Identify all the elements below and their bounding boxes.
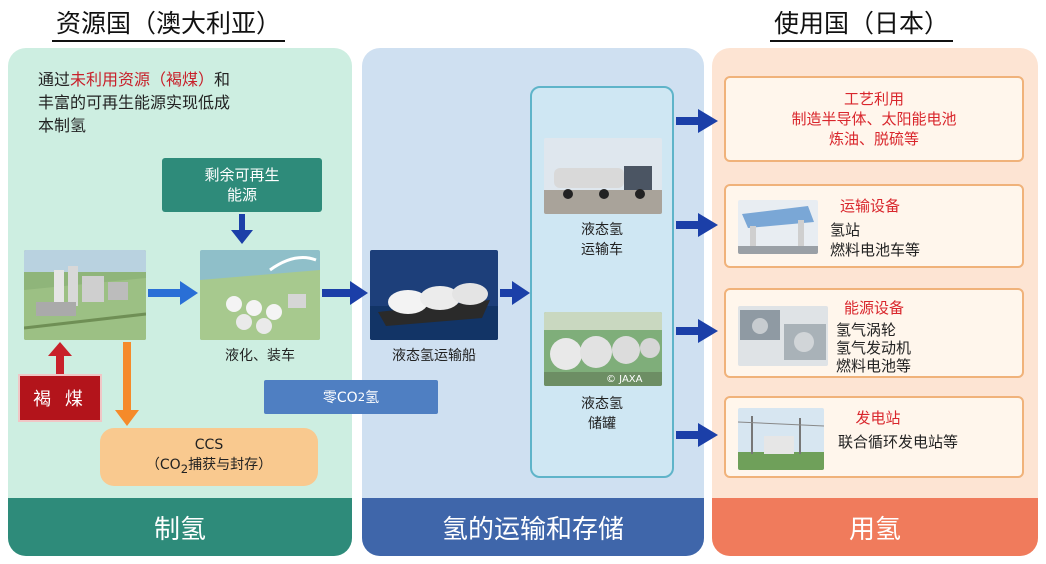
ccs-box: CCS （CO2捕获与封存）	[100, 428, 318, 486]
surplus-renewable-box: 剩余可再生 能源	[162, 158, 322, 212]
header-source-country: 资源国（澳大利亚）	[52, 8, 286, 42]
process-use-box: 工艺利用 制造半导体、太阳能电池 炼油、脱硫等	[724, 76, 1024, 162]
utilization-footer: 用氢	[712, 498, 1038, 556]
hydrogen-truck-image	[544, 138, 662, 214]
process-use-title: 工艺利用	[843, 90, 904, 108]
power-station-box: 发电站 联合循环发电站等	[724, 396, 1024, 478]
energy-equipment-title: 能源设备	[843, 299, 904, 317]
tank-caption: 液态氢 储罐	[581, 396, 623, 432]
power-station-title: 发电站	[855, 409, 901, 427]
lignite-box: 褐 煤	[18, 374, 102, 422]
power-station-image	[738, 408, 824, 470]
hydrogen-station-image	[738, 200, 818, 254]
ship-caption: 液态氢运输船	[392, 348, 476, 364]
transport-equipment-box: 运输设备 氢站 燃料电池车等	[724, 184, 1024, 268]
energy-equipment-image	[738, 306, 828, 366]
production-footer: 制氢	[8, 498, 352, 556]
header-user-country: 使用国（日本）	[770, 8, 954, 42]
jaxa-credit: © JAXA	[606, 374, 643, 385]
production-intro: 通过未利用资源（褐煤）和 丰富的可再生能源实现低成 本制氢	[38, 70, 231, 135]
hydrogen-tank-image	[544, 312, 662, 386]
transport-storage-footer: 氢的运输和存储	[362, 498, 704, 556]
hydrogen-ship-image	[370, 250, 498, 340]
truck-caption: 液态氢 运输车	[581, 222, 623, 258]
intro-highlight: 未利用资源（褐煤）	[70, 70, 215, 89]
liquefaction-site-image	[200, 250, 320, 340]
energy-equipment-box: 能源设备 氢气涡轮 氢气发动机 燃料电池等	[724, 288, 1024, 378]
transport-equipment-title: 运输设备	[839, 197, 900, 215]
liquefy-caption: 液化、装车	[225, 348, 295, 364]
lignite-plant-image	[24, 250, 146, 340]
